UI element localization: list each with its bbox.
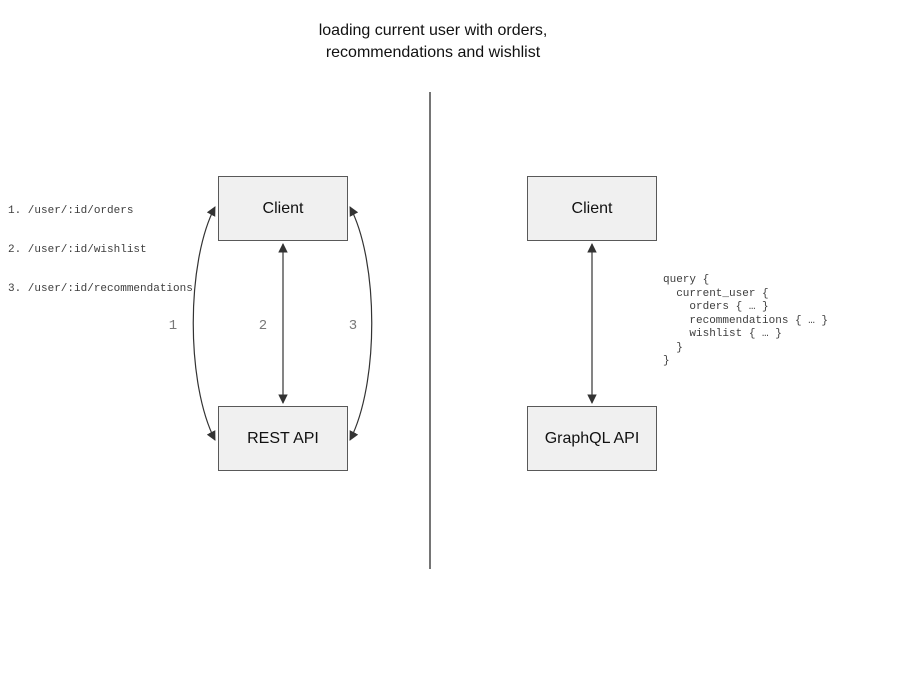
rest-client-box-label: Client (262, 199, 304, 217)
rest-arrow-label-3: 3 (348, 318, 358, 334)
rest-arrow-label-2: 2 (258, 318, 268, 334)
rest-endpoint-wishlist: 2. /user/:id/wishlist (8, 244, 147, 256)
rest-endpoint-list: 1. /user/:id/orders 2. /user/:id/wishlis… (8, 179, 193, 322)
vertical-divider (429, 92, 431, 569)
graphql-client-box-label: Client (571, 199, 613, 217)
rest-endpoint-orders: 1. /user/:id/orders (8, 205, 134, 217)
graphql-client-box: Client (527, 176, 657, 241)
rest-api-box-label: REST API (247, 429, 319, 447)
diagram-title: loading current user with orders, recomm… (253, 20, 613, 64)
diagram-title-line1: loading current user with orders, (318, 22, 548, 39)
rest-arrow-1-curve (192, 206, 216, 441)
rest-client-box: Client (218, 176, 348, 241)
rest-endpoint-recommendations: 3. /user/:id/recommendations (8, 283, 193, 295)
graphql-query-code: query { current_user { orders { … } reco… (663, 274, 829, 367)
graphql-api-box-label: GraphQL API (544, 429, 640, 447)
rest-arrow-label-1: 1 (168, 318, 178, 334)
diagram-title-line2: recommendations and wishlist (325, 44, 541, 61)
graphql-api-box: GraphQL API (527, 406, 657, 471)
rest-api-box: REST API (218, 406, 348, 471)
